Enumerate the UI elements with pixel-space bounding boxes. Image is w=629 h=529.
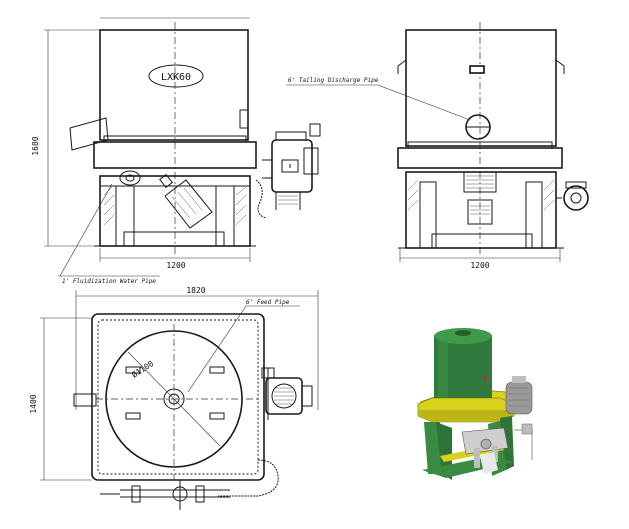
front-width-dim: 1200 bbox=[166, 261, 185, 270]
tailing-pipe-label: 6' Tailing Discharge Pipe bbox=[288, 77, 379, 84]
plan-height-dim: 1400 bbox=[29, 394, 38, 413]
side-elevation: 6' Tailing Discharge Pipe bbox=[286, 22, 589, 270]
front-height-dim: 1680 bbox=[31, 136, 40, 155]
side-bowl-body bbox=[405, 29, 557, 147]
model-plate bbox=[148, 64, 204, 88]
side-width-dim: 1200 bbox=[470, 261, 489, 270]
machine-3d-render bbox=[417, 328, 533, 480]
plan-view: 1820 Ø1100 6' Feed Pipe bbox=[29, 286, 319, 510]
side-motor bbox=[563, 185, 589, 211]
model-label: LXK60 bbox=[161, 72, 191, 83]
feed-pipe-label: 6' Feed Pipe bbox=[246, 299, 290, 306]
front-belt-housing bbox=[164, 179, 213, 229]
front-bowl-body bbox=[99, 29, 249, 141]
plan-width-dim: 1820 bbox=[186, 286, 205, 295]
plan-frame bbox=[91, 313, 265, 481]
front-elevation: LXK60 bbox=[31, 17, 321, 285]
gray-motor bbox=[505, 381, 533, 415]
fluid-pipe-label: 1' Fluidization Water Pipe bbox=[62, 278, 156, 285]
front-feed-chute bbox=[69, 117, 109, 151]
